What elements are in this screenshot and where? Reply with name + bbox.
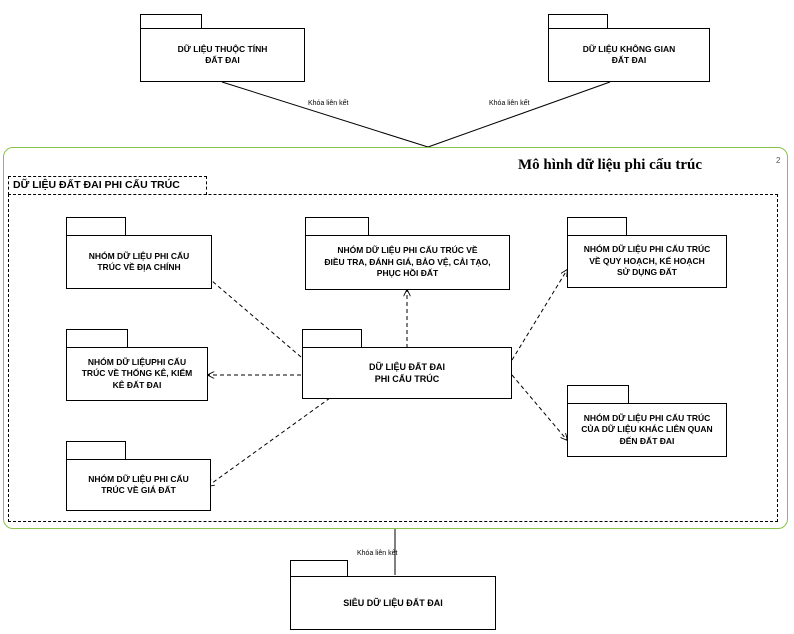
package-planning: NHÓM DỮ LIỆU PHI CẤU TRÚC VỀ QUY HOẠCH, … xyxy=(567,217,727,288)
link-label-left: Khóa liên kết xyxy=(308,100,349,107)
package-statistics: NHÓM DỮ LIỆUPHI CẤU TRÚC VỀ THỐNG KÊ, KI… xyxy=(66,329,208,401)
package-metadata: SIÊU DỮ LIỆU ĐẤT ĐAI xyxy=(290,560,496,630)
package-cadastral: NHÓM DỮ LIỆU PHI CẤU TRÚC VỀ ĐỊA CHÍNH xyxy=(66,217,212,289)
dep-arrow-other xyxy=(511,374,567,440)
package-price: NHÓM DỮ LIỆU PHI CẤU TRÚC VỀ GIÁ ĐẤT xyxy=(66,441,211,511)
package-price-label: NHÓM DỮ LIỆU PHI CẤU TRÚC VỀ GIÁ ĐẤT xyxy=(66,459,211,511)
package-center-label: DỮ LIỆU ĐẤT ĐAI PHI CẤU TRÚC xyxy=(302,347,512,399)
package-spatial-label: DỮ LIỆU KHÔNG GIAN ĐẤT ĐAI xyxy=(548,28,710,82)
package-survey-label: NHÓM DỮ LIỆU PHI CẤU TRÚC VỀ ĐIỀU TRA, Đ… xyxy=(305,235,510,290)
model-corner-mark: 2 xyxy=(776,156,781,165)
package-metadata-label: SIÊU DỮ LIỆU ĐẤT ĐAI xyxy=(290,576,496,630)
package-statistics-label: NHÓM DỮ LIỆUPHI CẤU TRÚC VỀ THỐNG KÊ, KI… xyxy=(66,347,208,401)
package-survey: NHÓM DỮ LIỆU PHI CẤU TRÚC VỀ ĐIỀU TRA, Đ… xyxy=(305,217,510,290)
package-center: DỮ LIỆU ĐẤT ĐAI PHI CẤU TRÚC xyxy=(302,329,512,399)
link-line-attribute xyxy=(221,81,429,148)
link-label-bottom: Khóa liên kết xyxy=(357,550,398,557)
unstructured-data-frame xyxy=(8,194,778,522)
link-label-right: Khóa liên kết xyxy=(489,100,530,107)
package-spatial-data: DỮ LIỆU KHÔNG GIAN ĐẤT ĐAI xyxy=(548,14,710,82)
package-other-label: NHÓM DỮ LIỆU PHI CẤU TRÚC CỦA DỮ LIỆU KH… xyxy=(567,403,727,457)
package-attribute-data: DỮ LIỆU THUỘC TÍNH ĐẤT ĐAI xyxy=(140,14,305,82)
dep-arrow-planning xyxy=(511,270,567,361)
dep-arrow-cadastral xyxy=(205,275,302,358)
model-container xyxy=(3,147,788,529)
package-attribute-label: DỮ LIỆU THUỘC TÍNH ĐẤT ĐAI xyxy=(140,28,305,82)
package-planning-label: NHÓM DỮ LIỆU PHI CẤU TRÚC VỀ QUY HOẠCH, … xyxy=(567,235,727,288)
link-line-spatial xyxy=(427,81,611,148)
package-other: NHÓM DỮ LIỆU PHI CẤU TRÚC CỦA DỮ LIỆU KH… xyxy=(567,385,727,457)
model-title: Mô hình dữ liệu phi cấu trúc xyxy=(518,157,703,173)
package-cadastral-label: NHÓM DỮ LIỆU PHI CẤU TRÚC VỀ ĐỊA CHÍNH xyxy=(66,235,212,289)
frame-label: DỮ LIỆU ĐẤT ĐAI PHI CẤU TRÚC xyxy=(8,176,207,195)
